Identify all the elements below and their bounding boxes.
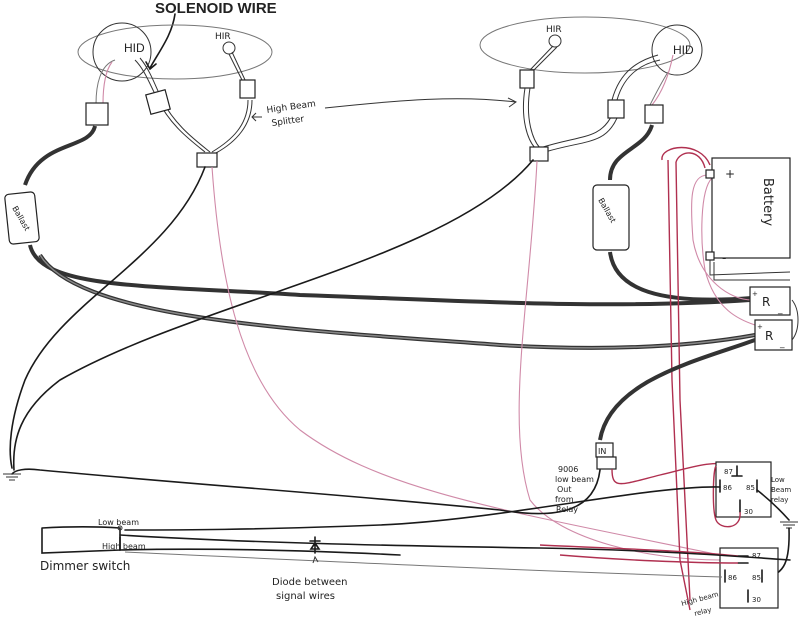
diode-icon — [309, 536, 321, 564]
input-connector-label: IN — [598, 447, 606, 456]
low-beam-relay: 87 86 85 30 — [715, 461, 772, 518]
left-ballast — [4, 191, 40, 245]
high-relay-pin-85: 85 — [752, 574, 761, 582]
high-relay-pin-86: 86 — [728, 574, 737, 582]
low-relay-label-2: Beam — [771, 486, 791, 494]
resistor-1-plus: + — [752, 290, 758, 298]
battery-minus-label: - — [722, 251, 726, 265]
right-hid-connector — [644, 104, 664, 124]
left-hid-label: HID — [124, 41, 145, 55]
left-high-beam-wire — [211, 166, 721, 556]
right-hir-bulb — [548, 34, 562, 48]
resistor-1-label: R — [762, 295, 770, 309]
low-relay-label-3: relay — [771, 496, 788, 504]
battery-negative-terminal — [705, 251, 715, 261]
solenoid-arrowhead — [145, 61, 157, 71]
resistor-2-label: R — [765, 329, 773, 343]
right-hir-connector — [519, 69, 535, 89]
left-hir-label: HIR — [215, 32, 231, 42]
dimmer-switch-label: Dimmer switch — [40, 559, 130, 573]
low-beam-signal-wire — [124, 486, 721, 531]
ballast-harness — [28, 244, 751, 307]
output-note-1: 9006 — [558, 465, 578, 474]
right-hid-bulb — [651, 24, 703, 76]
dimmer-high-beam-label: High beam — [102, 542, 146, 551]
diode-note-2: signal wires — [276, 591, 335, 602]
diode-note-1: Diode between — [272, 577, 348, 588]
low-relay-pin-85: 85 — [746, 484, 755, 492]
low-relay-pin-30: 30 — [744, 508, 753, 516]
resistor-2: + R _ — [754, 319, 793, 351]
low-relay-pin-87: 87 — [724, 468, 733, 476]
splitter-label-2: Splitter — [271, 114, 305, 128]
output-note-2: low beam — [555, 475, 594, 484]
left-hir-bulb — [222, 41, 236, 55]
battery-positive-red-wire — [661, 146, 711, 166]
battery-label: Battery — [760, 178, 775, 226]
splitter-junction — [196, 152, 218, 168]
right-splitter-junction — [529, 146, 549, 162]
left-headlight-housing — [77, 24, 273, 80]
resistor-2-plus: + — [757, 323, 763, 331]
hir-connector — [239, 79, 256, 99]
high-relay-label-2: relay — [693, 606, 712, 618]
ground-right-icon — [780, 521, 798, 529]
battery-plus-label: + — [725, 167, 735, 181]
dimmer-low-beam-label: Low beam — [98, 518, 139, 527]
output-note-4: from — [555, 495, 574, 504]
right-ballast — [592, 184, 630, 251]
splitter-pointer-arrow — [324, 97, 517, 109]
right-splitter-connector — [607, 99, 625, 119]
title: SOLENOID WIRE — [155, 0, 277, 17]
high-relay-pin-30: 30 — [752, 596, 761, 604]
high-relay-pin-87: 87 — [752, 552, 761, 560]
left-splitter-ground-wire — [9, 166, 206, 469]
dimmer-low-beam-line — [119, 534, 791, 561]
low-relay-label-1: Low — [771, 476, 785, 484]
right-hir-label: HIR — [546, 25, 562, 35]
battery — [711, 157, 791, 259]
splitter-connector — [145, 89, 171, 115]
splitter-label-1: High Beam — [266, 99, 316, 116]
resistor-2-minus: _ — [779, 339, 785, 349]
solenoid-arrow — [149, 13, 176, 69]
high-beam-signal-wire — [124, 551, 723, 578]
battery-positive-terminal — [705, 169, 715, 179]
ground-left-icon — [3, 473, 21, 481]
right-high-beam-wire — [518, 160, 721, 561]
right-hid-label: HID — [673, 43, 694, 57]
left-hid-connector — [85, 102, 109, 126]
output-note-3: Out — [557, 485, 572, 494]
right-headlight-housing — [479, 16, 691, 74]
resistor-1: + R _ — [749, 286, 791, 316]
output-note-5: Relay — [556, 505, 578, 514]
left-hid-bulb — [92, 22, 152, 82]
relay-output-red-wire — [611, 462, 736, 485]
resistor-1-minus: _ — [777, 305, 783, 315]
low-relay-pin-86: 86 — [723, 484, 732, 492]
